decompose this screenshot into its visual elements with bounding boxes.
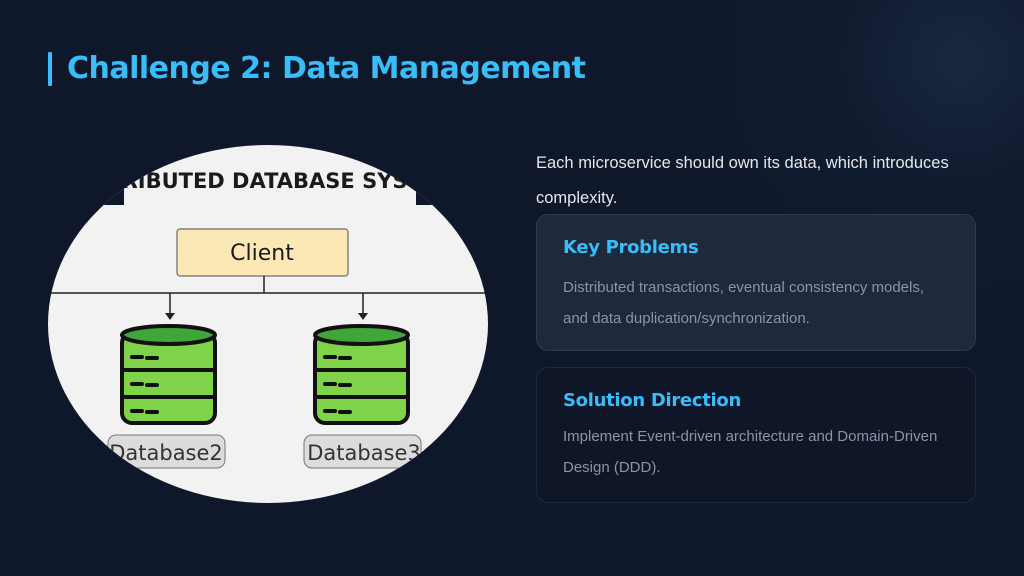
database2-label: Database2 (109, 441, 223, 465)
client-box (176, 228, 349, 277)
title-accent-bar (48, 52, 52, 86)
heading-crop-mask-left (48, 145, 124, 205)
intro-text: Each microservice should own its data, w… (536, 154, 949, 207)
client-label: Client (230, 241, 294, 266)
heading-crop-mask-right (416, 145, 488, 205)
card-title: Key Problems (563, 237, 699, 258)
key-problems-card: Key Problems Distributed transactions, e… (536, 214, 976, 351)
card-title: Solution Direction (563, 390, 741, 411)
solution-direction-card: Solution Direction Implement Event-drive… (536, 367, 976, 503)
database-icon (313, 324, 410, 425)
database-icon (120, 324, 217, 425)
card-body: Implement Event-driven architecture and … (563, 428, 938, 476)
diagram-heading: DISTRIBUTED DATABASE SYSTEM (67, 169, 457, 193)
database3-label: Database3 (307, 441, 421, 465)
distributed-database-diagram: DISTRIBUTED DATABASE SYSTEM Client Datab… (48, 145, 488, 503)
card-body: Distributed transactions, eventual consi… (563, 279, 925, 327)
page-title: Challenge 2: Data Management (67, 51, 586, 86)
